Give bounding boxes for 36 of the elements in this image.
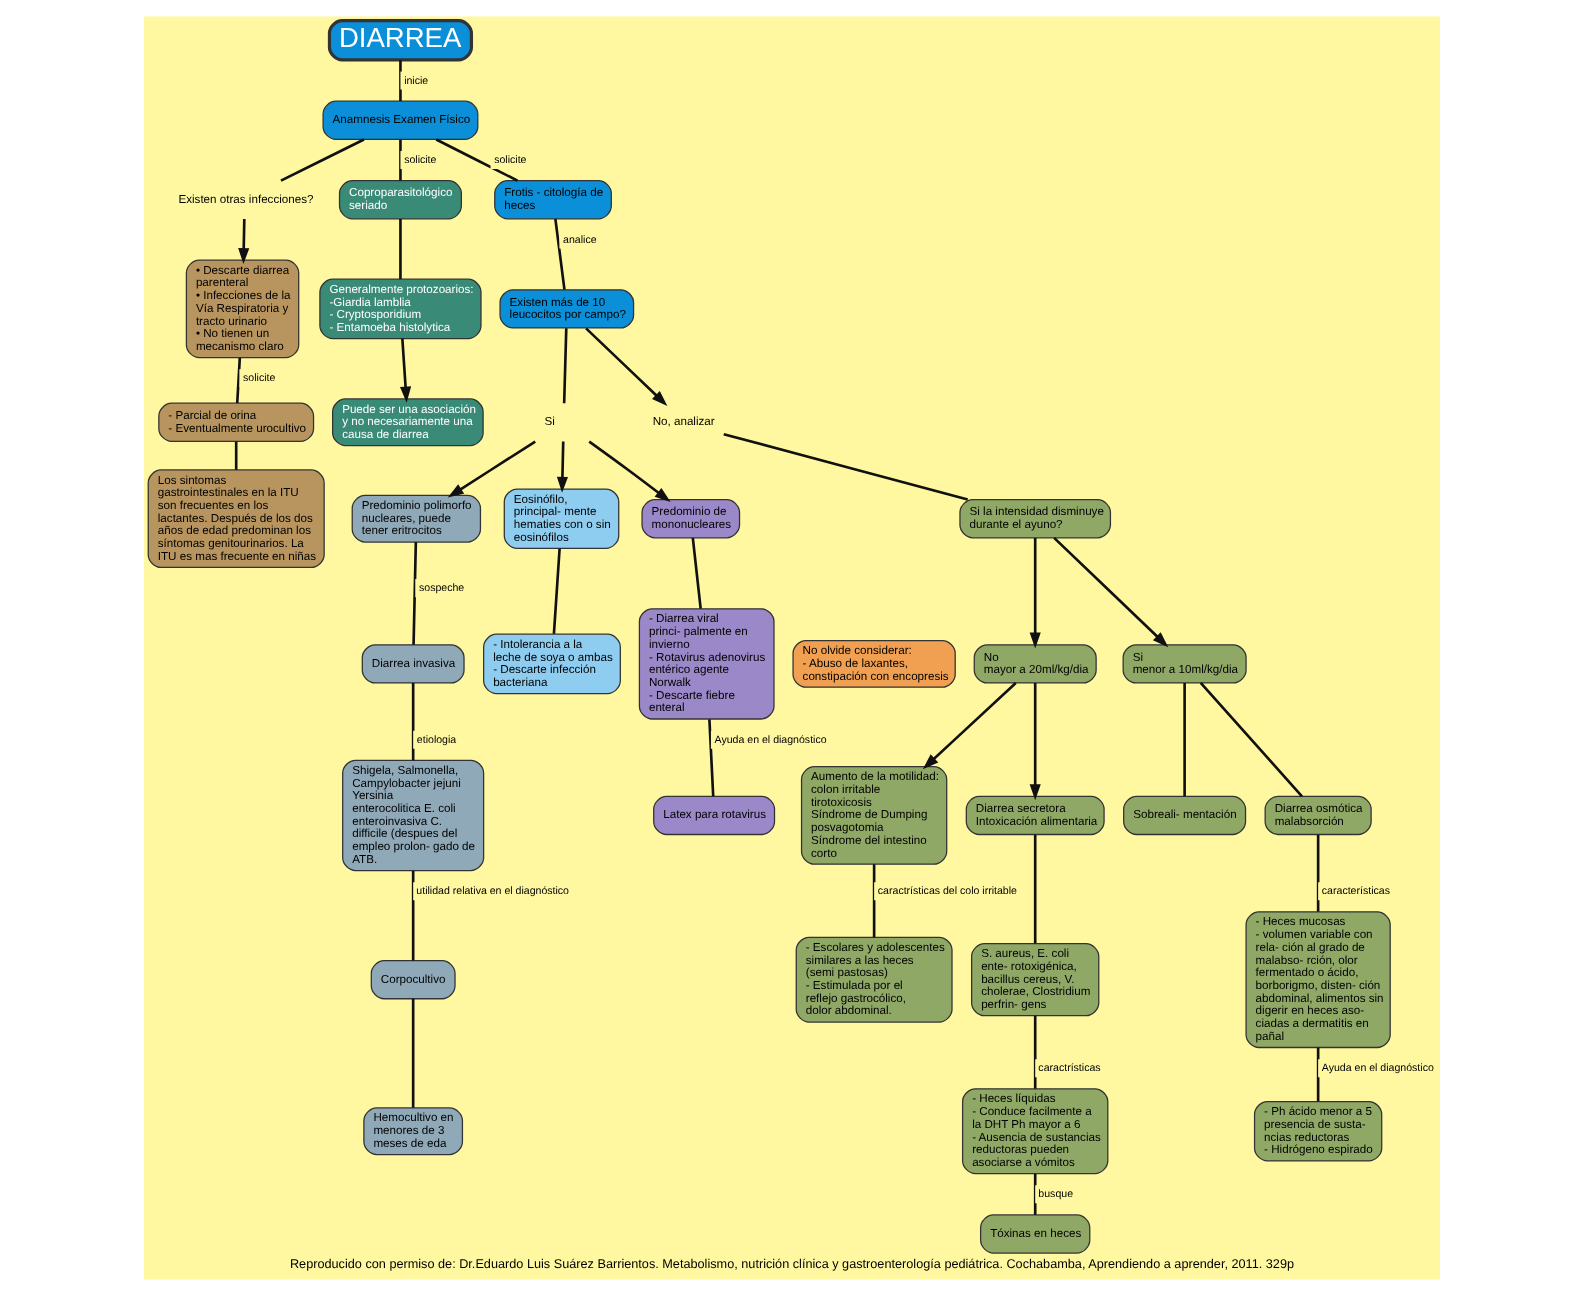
connector [1032,1173,1036,1215]
arrow [237,218,249,265]
arrow [587,440,670,503]
connector [690,537,701,609]
arrow [584,327,667,406]
connector [398,218,401,280]
arrow [1028,537,1040,649]
arrow [1028,683,1040,801]
arrow [555,441,567,493]
connector [234,357,241,404]
connector [410,998,414,1108]
connector [871,864,875,938]
arrow [399,338,411,403]
connector [722,432,968,501]
connector [1182,683,1185,797]
connector [279,138,364,182]
connector [1198,682,1302,798]
arrow [1052,536,1168,648]
connector [398,60,401,102]
node-box: DIARREA [326,19,473,62]
connector [434,138,518,182]
connector [410,683,414,761]
connector [1032,1015,1036,1089]
connector [707,719,714,797]
connector [411,542,417,645]
connector [1315,1047,1319,1102]
arrow [921,682,1016,770]
connector [561,328,567,404]
connector [553,218,565,290]
connector [1032,834,1036,944]
connector [398,139,401,181]
connector [551,548,560,634]
connector [233,441,237,470]
connector [1315,834,1319,912]
arrow [446,440,535,498]
connector [410,870,414,961]
